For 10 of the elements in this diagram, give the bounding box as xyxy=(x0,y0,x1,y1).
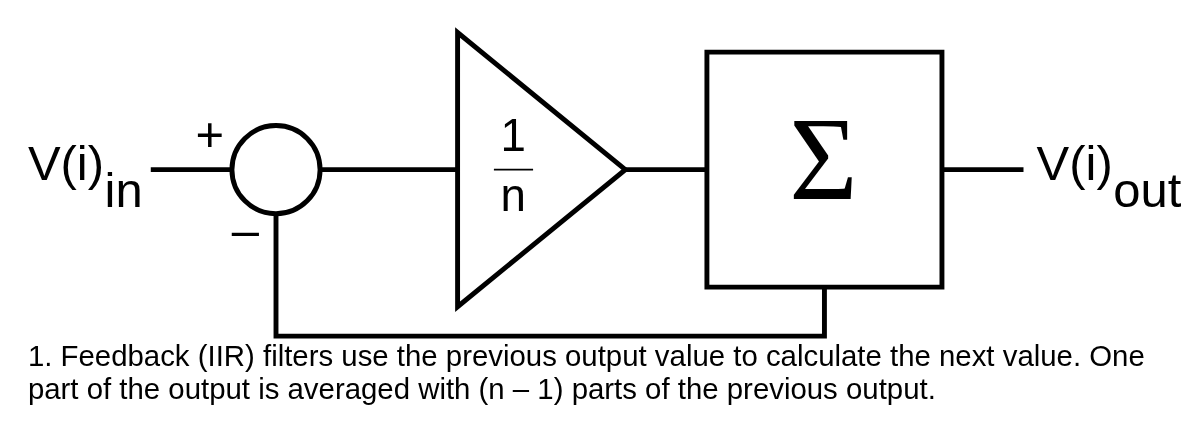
connector xyxy=(273,213,827,339)
connector xyxy=(320,167,458,173)
caption: 1. Feedback (IIR) filters use the previous output value to calculate the next value. One part of the output is averaged with (n – 1) parts of the previous output. xyxy=(27,339,1145,405)
connector xyxy=(942,167,1024,173)
node-label: – xyxy=(231,203,259,258)
connector xyxy=(625,167,707,173)
node-circle xyxy=(229,123,323,217)
connector xyxy=(150,167,232,173)
node-box: Σ xyxy=(704,49,945,290)
node-label: + xyxy=(195,107,225,162)
